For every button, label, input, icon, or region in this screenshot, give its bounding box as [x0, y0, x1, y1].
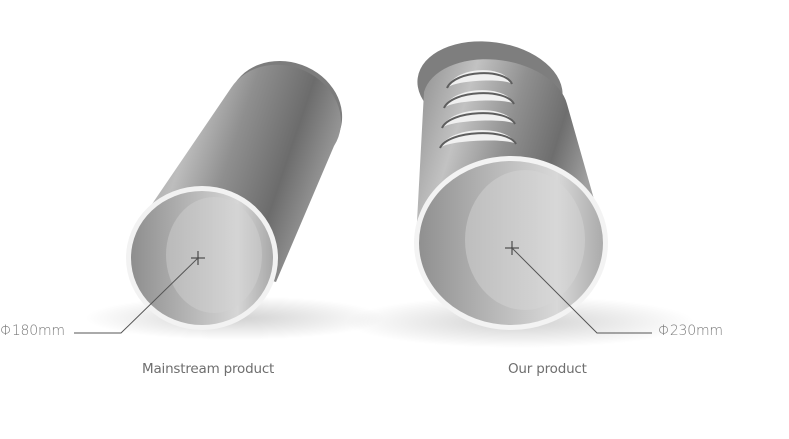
left-product-caption: Mainstream product [142, 361, 275, 377]
right-diameter-label: Φ230mm [658, 323, 723, 339]
left-diameter-label: Φ180mm [0, 323, 65, 339]
right-dimension-leader [511, 247, 652, 334]
left-pipe [126, 60, 343, 330]
right-center-crosshair [505, 241, 519, 255]
right-product-caption: Our product [508, 361, 587, 377]
right-pipe-slots [439, 70, 517, 149]
right-pipe [414, 41, 608, 330]
left-dimension-leader [74, 257, 199, 334]
